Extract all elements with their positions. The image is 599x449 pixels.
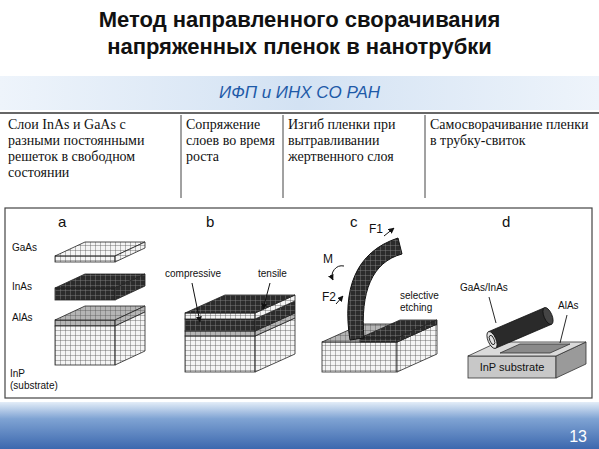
leader-arrow: [192, 283, 200, 322]
rule: [0, 112, 599, 114]
panel-letter: b: [206, 213, 226, 230]
leader-line: [489, 297, 496, 323]
force-arrow: [336, 296, 343, 304]
layer-label: InP (substrate): [10, 368, 72, 392]
moment-arrow: [332, 266, 344, 280]
force-label: F2: [322, 290, 342, 304]
process-label: selective etching: [400, 290, 448, 314]
leader-arrow: [263, 283, 270, 309]
layer-label: AlAs: [558, 300, 588, 312]
table-cell: Изгиб пленки при вытравливании жертвенно…: [288, 117, 422, 165]
panel-letter: a: [58, 213, 78, 230]
slide-title: Метод направленного сворачивания напряже…: [40, 6, 559, 60]
table-cell: Сопряжение слоев во время роста: [186, 117, 280, 165]
panel-letter: c: [350, 213, 370, 230]
footer-band: 13: [0, 402, 599, 449]
column-rule: [181, 115, 182, 198]
substrate-label: InP substrate: [468, 361, 556, 374]
layer-label: InAs: [12, 281, 52, 293]
layer-label: GaAs: [12, 242, 52, 254]
page-number: 13: [0, 427, 587, 446]
institute-band: ИФП и ИНХ СО РАН: [0, 76, 599, 110]
column-rule: [425, 115, 426, 198]
moment-label: M: [323, 252, 339, 266]
force-label: F1: [369, 222, 389, 236]
leader-line: [560, 315, 567, 343]
figure-frame: [5, 208, 592, 398]
rolled-tube-figure: [468, 306, 586, 378]
layer-stack: [55, 242, 145, 365]
band-text: ИФП и ИНХ СО РАН: [0, 83, 599, 103]
column-rule: [283, 115, 284, 198]
layer-stack: [185, 295, 295, 372]
strain-label: compressive: [165, 268, 229, 280]
layer-label: GaAs/InAs: [460, 282, 520, 294]
table-cell: Самосворачивание пленки в трубку-свиток: [430, 117, 592, 149]
force-arrow: [384, 228, 394, 236]
panel-letter: d: [502, 213, 522, 230]
layer-label: AlAs: [12, 312, 52, 324]
strain-label: tensile: [258, 268, 298, 280]
table-cell: Слои InAs и GaAs с разными постоянными р…: [8, 117, 178, 181]
